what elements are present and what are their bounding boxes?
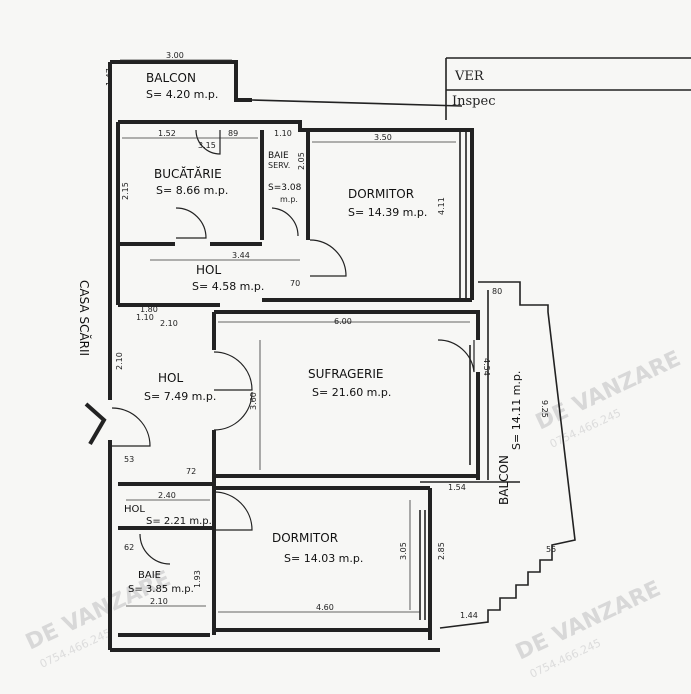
walls <box>84 60 576 652</box>
dim-label: 9.25 <box>540 400 549 418</box>
room-name: DORMITOR <box>272 531 338 545</box>
dim-label: 4.11 <box>437 197 446 215</box>
dim-label: 2.10 <box>150 597 168 606</box>
dim-label: 80 <box>492 287 502 296</box>
room-area: S= 4.20 m.p. <box>146 88 218 101</box>
dim-label: 4.54 <box>482 358 491 376</box>
dim-label: 2.40 <box>158 491 176 500</box>
dim-label: 55 <box>546 545 556 554</box>
dim-label: 2.05 <box>297 152 306 170</box>
dim-label: 70 <box>290 279 300 288</box>
room-name: HOL <box>124 504 145 515</box>
room-area: S= 14.39 m.p. <box>348 206 427 219</box>
stamp-line-2: Inspec <box>452 94 495 109</box>
room-name: BAIE <box>138 570 161 581</box>
dim-label: 3.00 <box>166 51 184 60</box>
room-name: SUFRAGERIE <box>308 367 384 381</box>
dim-label: 89 <box>228 129 238 138</box>
dim-label: 1.10 <box>136 313 154 322</box>
room-unit: m.p. <box>280 195 298 204</box>
dim-label: 3.44 <box>232 251 250 260</box>
dim-label: 3.15 <box>198 141 216 150</box>
stamp-line-1: VER <box>454 69 485 84</box>
room-name: HOL <box>196 263 221 277</box>
room-area: S= 3.85 m.p. <box>128 584 194 595</box>
room-name: BALCON <box>146 71 196 85</box>
dim-label: 2.85 <box>437 542 446 560</box>
room-area: S= 14.11 m.p. <box>510 371 523 450</box>
room-name: BALCON <box>497 455 511 505</box>
dimension-lines <box>120 59 470 613</box>
room-name: DORMITOR <box>348 187 414 201</box>
room-area: S= 4.58 m.p. <box>192 280 264 293</box>
dim-label: 3.60 <box>249 392 258 410</box>
room-labels: BALCON S= 4.20 m.p. BUCĂTĂRIE S= 8.66 m.… <box>124 71 523 595</box>
dim-label: 62 <box>124 543 134 552</box>
dim-label: 1.52 <box>158 129 176 138</box>
inspection-stamp: VER Inspec <box>445 57 691 120</box>
dim-label: 53 <box>124 455 134 464</box>
dim-label: 4.60 <box>316 603 334 612</box>
dim-label: 2.15 <box>121 182 130 200</box>
room-area: S= 8.66 m.p. <box>156 184 228 197</box>
dim-label: 1.44 <box>460 611 478 620</box>
stair-label: CASA SCĂRII <box>77 280 92 356</box>
room-name: BUCĂTĂRIE <box>154 166 222 181</box>
room-area: S= 2.21 m.p. <box>146 516 212 527</box>
dim-label: 1.10 <box>274 129 292 138</box>
room-name: BAIE <box>268 151 289 161</box>
room-area: S= 21.60 m.p. <box>312 386 391 399</box>
dim-label: 1.93 <box>193 570 202 588</box>
dim-label: 3.50 <box>374 133 392 142</box>
dim-label: 3.05 <box>399 542 408 560</box>
room-area: S= 7.49 m.p. <box>144 390 216 403</box>
dim-label: 2.10 <box>160 319 178 328</box>
dim-label: 1.54 <box>448 483 466 492</box>
dim-label: 2.10 <box>115 352 124 370</box>
dim-label: 1.80 <box>140 305 158 314</box>
room-sub: SERV. <box>268 161 290 170</box>
room-area: S= 14.03 m.p. <box>284 552 363 565</box>
doors <box>111 129 475 565</box>
room-name: HOL <box>158 371 183 385</box>
dimension-labels: 3.00 1.47 1.52 89 3.15 2.15 1.10 2.05 3.… <box>105 51 556 620</box>
dim-label: 6.00 <box>334 317 352 326</box>
room-area: S=3.08 <box>268 183 302 193</box>
dim-label: 1.47 <box>105 68 114 86</box>
dim-label: 72 <box>186 467 196 476</box>
